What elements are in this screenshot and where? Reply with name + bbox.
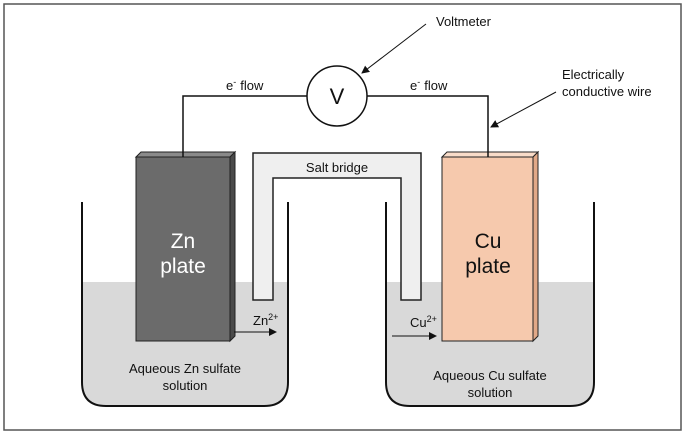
zn-ion-label: Zn2+: [253, 312, 278, 328]
right-solution-label-1: Aqueous Cu sulfate: [433, 368, 546, 383]
cu-plate-label-2: plate: [465, 255, 511, 278]
right-electron-flow-label: e-flow: [410, 77, 448, 93]
zn-plate-label-1: Zn: [171, 230, 196, 253]
voltmeter-callout-arrow: [361, 23, 427, 74]
cu-plate-label-1: Cu: [475, 230, 502, 253]
right-solution-fill: [386, 282, 594, 406]
right-beaker: [385, 202, 595, 407]
cu-plate: [440, 150, 540, 343]
left-solution-label-1: Aqueous Zn sulfate: [129, 361, 241, 376]
voltmeter-label: Voltmeter: [436, 14, 492, 29]
voltmeter-symbol: V: [330, 84, 345, 109]
right-solution-label-2: solution: [468, 385, 513, 400]
zn-plate-label-2: plate: [160, 255, 206, 278]
voltmeter: [306, 65, 368, 127]
left-beaker: [81, 202, 289, 407]
right-wire: [367, 95, 489, 157]
left-wire: [182, 95, 307, 157]
cu-ion-label: Cu2+: [410, 314, 437, 330]
left-solution-fill: [82, 282, 288, 406]
left-solution-label-2: solution: [163, 378, 208, 393]
zn-plate: [134, 150, 237, 343]
wire-label-1: Electrically: [562, 67, 625, 82]
wire-label-2: conductive wire: [562, 84, 652, 99]
wire-callout-arrow: [490, 91, 557, 128]
salt-bridge: [252, 152, 422, 301]
salt-bridge-label: Salt bridge: [306, 160, 368, 175]
left-electron-flow-label: e-flow: [226, 77, 264, 93]
